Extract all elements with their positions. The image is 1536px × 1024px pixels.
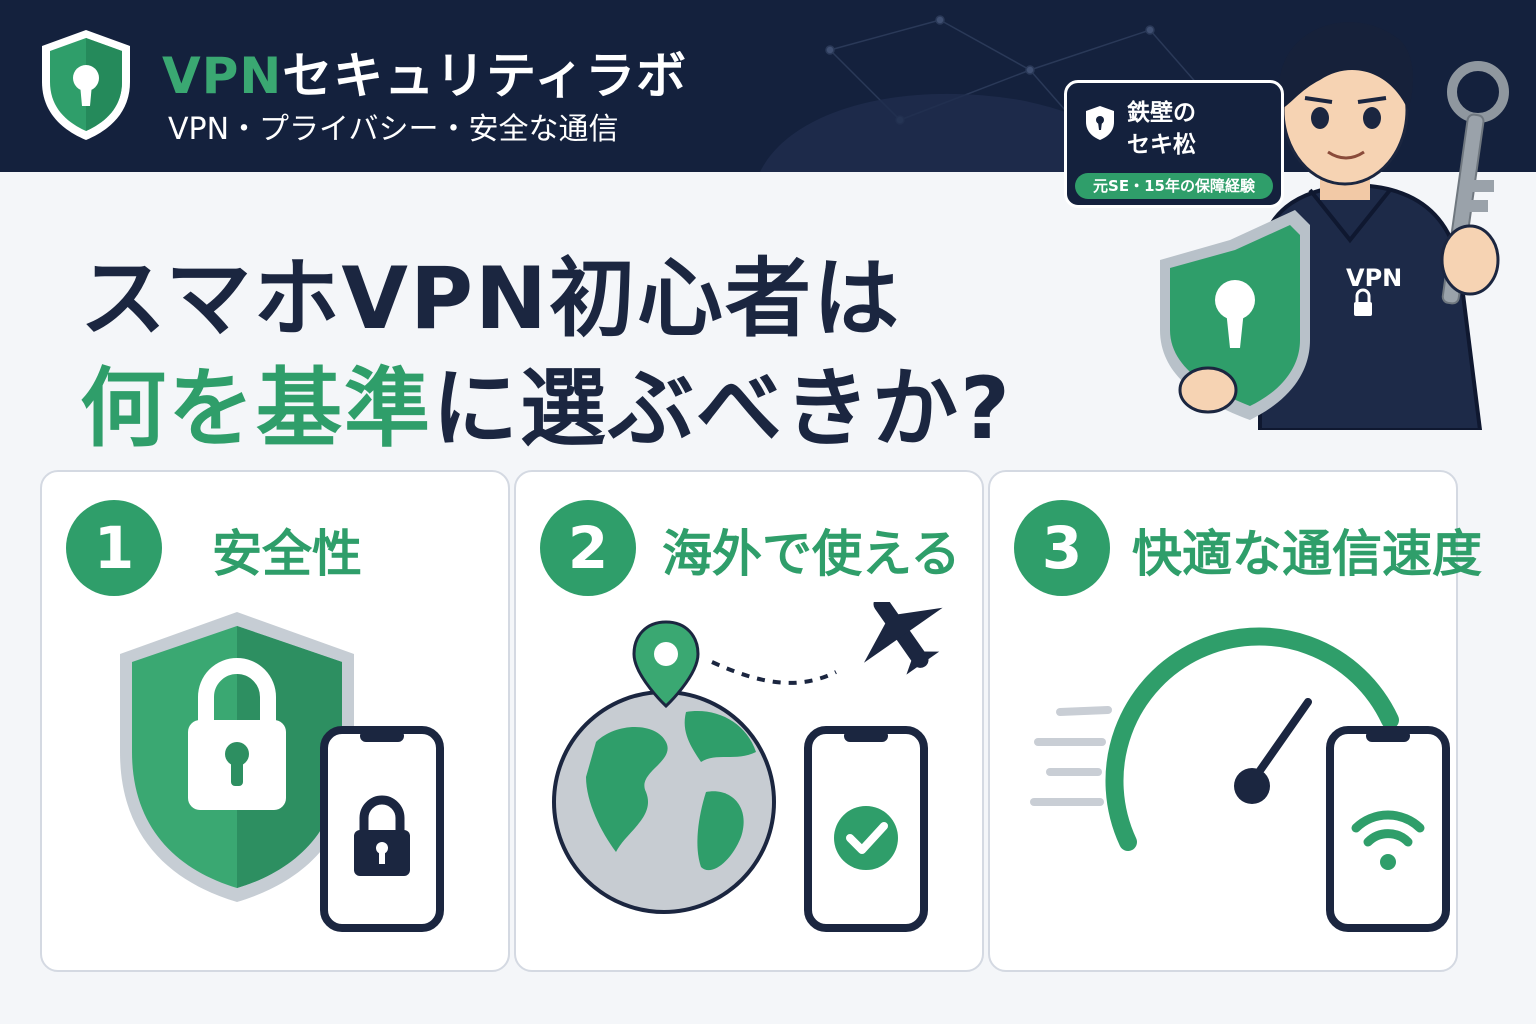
card-title: 海外で使える bbox=[662, 525, 961, 583]
brand-title: VPNセキュリティラボ bbox=[162, 36, 687, 108]
mascot-character-icon: VPN bbox=[1160, 22, 1509, 430]
card-overseas: 2 海外で使える bbox=[514, 470, 984, 972]
logo-shield-icon bbox=[42, 30, 130, 140]
brand-vpn: VPN bbox=[162, 47, 283, 105]
card-title: 安全性 bbox=[212, 525, 362, 583]
hoodie-text: VPN bbox=[1346, 264, 1402, 292]
shield-lock-phone-icon bbox=[120, 612, 444, 932]
card-speed: 3 快適な通信速度 bbox=[988, 470, 1482, 972]
speedometer-wifi-phone-icon bbox=[1030, 627, 1450, 932]
author-credential: 元SE・15年の保障経験 bbox=[1075, 173, 1273, 199]
brand-name: セキュリティラボ bbox=[282, 47, 688, 105]
headline-highlight: 何を基準 bbox=[80, 359, 432, 459]
author-name: 鉄壁の セキ松 bbox=[1127, 100, 1196, 158]
globe-plane-phone-icon bbox=[552, 602, 943, 932]
headline-line-2: 何を基準に選ぶべきか? bbox=[80, 338, 1012, 463]
card-number: 3 bbox=[1014, 500, 1110, 596]
headline-rest: に選ぶべきか? bbox=[432, 359, 1012, 459]
card-title: 快適な通信速度 bbox=[1132, 525, 1482, 583]
headline-line-1: スマホVPN初心者は bbox=[80, 249, 901, 349]
brand-subtitle: VPN・プライバシー・安全な通信 bbox=[168, 112, 619, 147]
card-security: 1 安全性 bbox=[40, 470, 510, 972]
card-number: 1 bbox=[66, 500, 162, 596]
badge-shield-icon bbox=[1086, 106, 1114, 140]
card-number: 2 bbox=[540, 500, 636, 596]
author-badge: 鉄壁の セキ松 元SE・15年の保障経験 bbox=[1064, 80, 1284, 208]
